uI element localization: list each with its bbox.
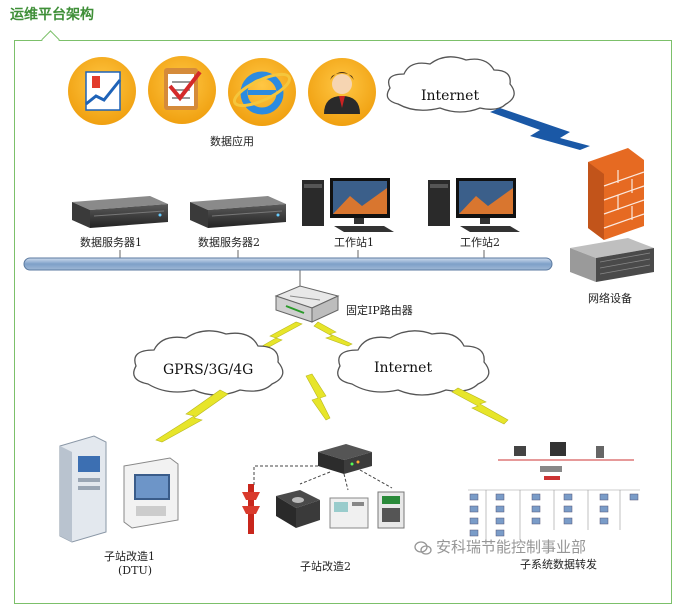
dtu-cabinet	[59, 435, 107, 543]
section-title: 运维平台架构	[10, 7, 94, 23]
data-server-1	[72, 196, 168, 228]
router-label: 固定IP路由器	[346, 304, 413, 317]
dtu-terminal	[123, 457, 179, 529]
browser-icon	[228, 58, 296, 126]
server2-label: 数据服务器2	[198, 236, 260, 249]
workstation-2	[428, 178, 520, 232]
workstation-1	[302, 178, 394, 232]
gateway-box	[318, 444, 372, 474]
substation1-sub-label: (DTU)	[118, 564, 153, 577]
internet-cloud-right	[337, 330, 490, 396]
server1-label: 数据服务器1	[80, 236, 142, 249]
subsystem-schematic	[468, 442, 640, 540]
substation1-label: 子站改造1	[104, 550, 155, 563]
data-server-2	[190, 196, 286, 228]
network-device-label: 网络设备	[588, 292, 632, 305]
watermark: 安科瑞节能控制事业部	[414, 536, 586, 557]
internet-right-label: Internet	[374, 360, 433, 376]
ct-transformer	[276, 490, 320, 528]
checklist-icon	[148, 56, 216, 124]
data-app-label: 数据应用	[210, 135, 254, 148]
gprs-label: GPRS/3G/4G	[163, 362, 254, 378]
ws2-label: 工作站2	[460, 236, 500, 249]
substation2-wiring	[253, 465, 393, 491]
lightning-top	[490, 108, 590, 150]
substation2-label: 子站改造2	[300, 560, 351, 573]
internet-top-label: Internet	[421, 88, 480, 104]
lightning-router-gateway	[305, 373, 331, 421]
ws1-label: 工作站1	[334, 236, 374, 249]
stock-chart-icon	[68, 57, 136, 125]
meter-module	[329, 497, 369, 529]
internet-cloud-top	[386, 56, 515, 113]
current-sensor	[242, 484, 260, 534]
wechat-icon	[414, 540, 432, 555]
io-module	[377, 491, 405, 529]
lightning-gprs-dtu	[155, 389, 229, 443]
lightning-router-right	[313, 321, 353, 347]
network-device-rack	[570, 238, 654, 282]
router-icon	[274, 285, 340, 323]
lightning-internet-subsystem	[451, 387, 509, 425]
firewall-icon	[588, 148, 645, 240]
lan-bus	[23, 257, 553, 271]
user-icon	[308, 58, 376, 126]
subsystem-label: 子系统数据转发	[520, 558, 597, 571]
watermark-text: 安科瑞节能控制事业部	[436, 538, 587, 556]
